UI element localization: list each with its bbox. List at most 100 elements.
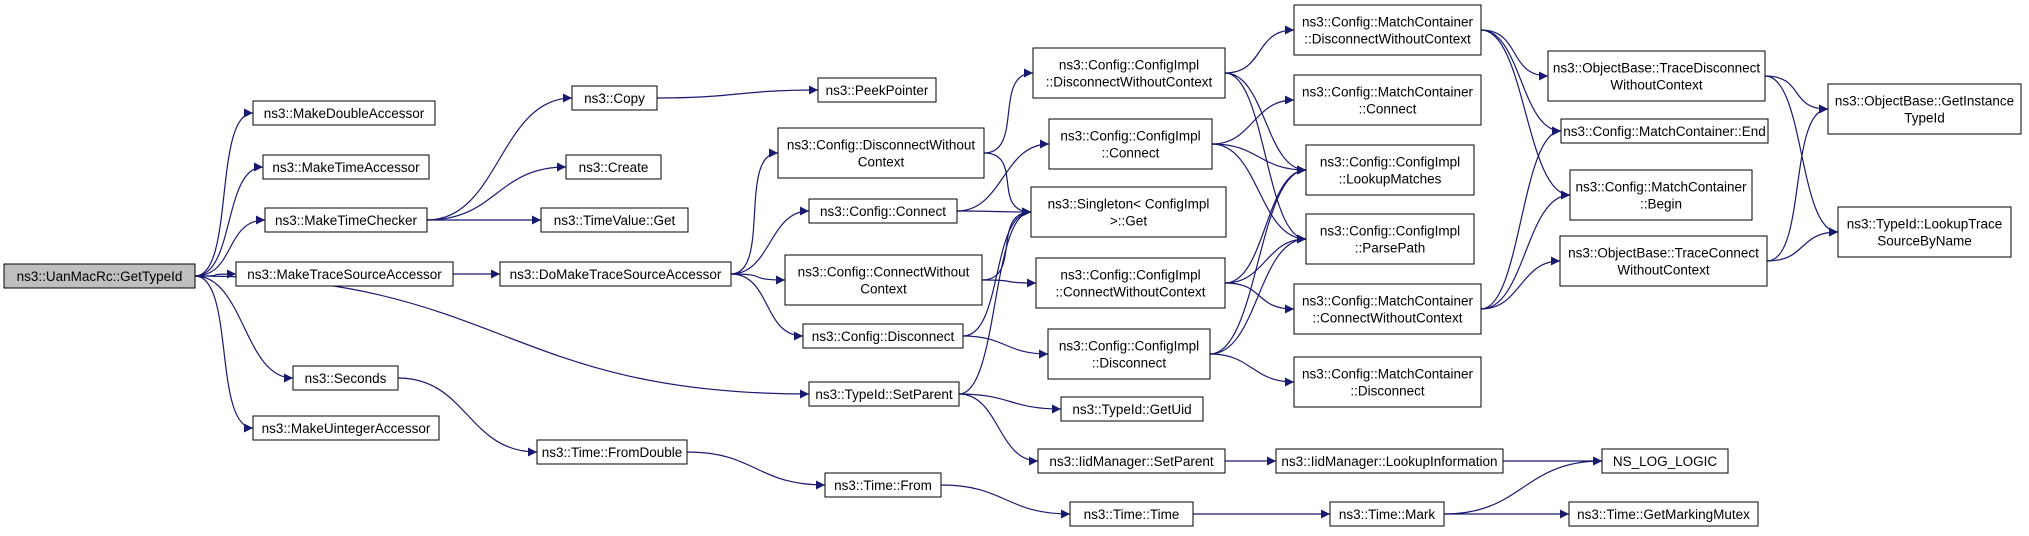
node-timeMark[interactable]: ns3::Time::Mark xyxy=(1329,501,1445,527)
node-makeTraceSourceAccessor[interactable]: ns3::MakeTraceSourceAccessor xyxy=(235,261,454,287)
node-configConnectWithoutContext[interactable]: ns3::Config::ConnectWithoutContext xyxy=(784,254,983,306)
node-configDisconnect[interactable]: ns3::Config::Disconnect xyxy=(802,323,964,349)
edge-root-to-makeTimeAccessor xyxy=(194,162,264,277)
node-mcConnectWithoutContext[interactable]: ns3::Config::MatchContainer::ConnectWith… xyxy=(1293,283,1482,335)
node-makeTimeChecker[interactable]: ns3::MakeTimeChecker xyxy=(264,207,428,233)
node-mcBegin[interactable]: ns3::Config::MatchContainer::Begin xyxy=(1569,169,1753,221)
edge-implDisconnectWithoutContext-to-implLookupMatches xyxy=(1224,72,1307,175)
node-label: ns3::Config::ConfigImpl xyxy=(1320,154,1460,169)
edge-implDisconnect-to-mcDisconnect xyxy=(1209,353,1295,387)
node-label: ns3::IidManager::LookupInformation xyxy=(1281,454,1497,469)
node-copy[interactable]: ns3::Copy xyxy=(571,85,658,111)
node-label: ::Disconnect xyxy=(1092,355,1167,370)
node-box xyxy=(1827,83,2022,135)
node-label: ::DisconnectWithoutContext xyxy=(1304,31,1471,46)
edge-mcConnectWithoutContext-to-mcEnd xyxy=(1480,126,1562,310)
node-mcConnect[interactable]: ns3::Config::MatchContainer::Connect xyxy=(1293,74,1482,126)
node-implDisconnect[interactable]: ns3::Config::ConfigImpl::Disconnect xyxy=(1047,328,1211,380)
node-peekPointer[interactable]: ns3::PeekPointer xyxy=(817,77,937,103)
node-box xyxy=(1559,235,1768,287)
node-label: ns3::Config::DisconnectWithout xyxy=(787,137,976,152)
node-label: ns3::Config::ConfigImpl xyxy=(1060,267,1200,282)
node-singletonGet[interactable]: ns3::Singleton< ConfigImpl >::Get xyxy=(1030,186,1227,238)
node-timeFromDouble[interactable]: ns3::Time::FromDouble xyxy=(536,439,688,465)
node-nsLogLogic[interactable]: NS_LOG_LOGIC xyxy=(1601,448,1729,474)
node-box xyxy=(1329,501,1445,527)
node-typeIdGetUid[interactable]: ns3::TypeId::GetUid xyxy=(1060,396,1204,422)
node-timeValueGet[interactable]: ns3::TimeValue::Get xyxy=(540,207,689,233)
node-makeTimeAccessor[interactable]: ns3::MakeTimeAccessor xyxy=(262,154,430,180)
edge-typeIdSetParent-to-singletonGet xyxy=(958,207,1032,395)
node-box xyxy=(777,127,985,179)
edge-makeTimeChecker-to-copy xyxy=(426,93,573,221)
node-implLookupMatches[interactable]: ns3::Config::ConfigImpl::LookupMatches xyxy=(1305,144,1475,196)
node-label: ::Disconnect xyxy=(1350,383,1425,398)
node-implParsePath[interactable]: ns3::Config::ConfigImpl::ParsePath xyxy=(1305,213,1475,265)
node-mcDisconnect[interactable]: ns3::Config::MatchContainer::Disconnect xyxy=(1293,356,1482,408)
node-implConnectWithoutContext[interactable]: ns3::Config::ConfigImpl::ConnectWithoutC… xyxy=(1035,257,1226,309)
edge-timeFromDouble-to-timeFrom xyxy=(686,451,826,490)
node-root[interactable]: ns3::UanMacRc::GetTypeId xyxy=(3,263,196,289)
node-box xyxy=(3,263,196,289)
node-obTraceDisconnect[interactable]: ns3::ObjectBase::TraceDisconnectWithoutC… xyxy=(1547,50,1766,102)
node-implConnect[interactable]: ns3::Config::ConfigImpl::Connect xyxy=(1048,118,1213,170)
node-getMarkingMutex[interactable]: ns3::Time::GetMarkingMutex xyxy=(1568,501,1759,527)
node-obTraceConnect[interactable]: ns3::ObjectBase::TraceConnectWithoutCont… xyxy=(1559,235,1768,287)
node-mcDisconnectWithoutContext[interactable]: ns3::Config::MatchContainer::DisconnectW… xyxy=(1293,4,1482,56)
edge-configConnectWithoutContext-to-implConnectWithoutContext xyxy=(981,278,1037,288)
edge-obTraceDisconnect-to-typeIdLookupTraceSource xyxy=(1764,75,1839,237)
node-label: ns3::Config::ConfigImpl xyxy=(1059,338,1199,353)
node-configDisconnectWithoutContext[interactable]: ns3::Config::DisconnectWithoutContext xyxy=(777,127,985,179)
node-label: ns3::Config::ConfigImpl xyxy=(1320,223,1460,238)
node-box xyxy=(540,207,689,233)
node-doMakeTraceSourceAccessor[interactable]: ns3::DoMakeTraceSourceAccessor xyxy=(499,261,732,287)
node-timeFrom[interactable]: ns3::Time::From xyxy=(824,472,942,498)
node-label: ns3::Config::ConfigImpl xyxy=(1059,57,1199,72)
node-label: ns3::TypeId::GetUid xyxy=(1072,402,1191,417)
edge-configConnect-to-implConnect xyxy=(956,139,1050,212)
node-box xyxy=(1547,50,1766,102)
edge-implConnect-to-implParsePath xyxy=(1211,143,1307,244)
node-label: ns3::MakeTimeChecker xyxy=(275,213,418,228)
node-box xyxy=(1293,283,1482,335)
node-box xyxy=(1275,448,1504,474)
node-timeTime[interactable]: ns3::Time::Time xyxy=(1069,501,1194,527)
node-box xyxy=(292,365,399,391)
node-label: ::ConnectWithoutContext xyxy=(1055,284,1205,299)
node-label: ns3::Config::MatchContainer::End xyxy=(1563,124,1766,139)
node-iidSetParent[interactable]: ns3::IidManager::SetParent xyxy=(1037,448,1226,474)
edge-timeMark-to-nsLogLogic xyxy=(1443,456,1603,515)
node-configConnect[interactable]: ns3::Config::Connect xyxy=(808,198,958,224)
edge-typeIdSetParent-to-iidSetParent xyxy=(958,393,1039,466)
node-label: ns3::ObjectBase::TraceDisconnect xyxy=(1553,60,1761,75)
node-implDisconnectWithoutContext[interactable]: ns3::Config::ConfigImpl::DisconnectWitho… xyxy=(1032,47,1226,99)
edge-configDisconnect-to-implDisconnect xyxy=(962,335,1049,359)
edge-mcDisconnectWithoutContext-to-obTraceDisconnect xyxy=(1480,29,1549,81)
node-label: SourceByName xyxy=(1877,233,1972,248)
node-makeDoubleAccessor[interactable]: ns3::MakeDoubleAccessor xyxy=(252,100,436,126)
edge-mcDisconnectWithoutContext-to-mcEnd xyxy=(1480,29,1562,136)
node-box xyxy=(536,439,688,465)
edge-root-to-seconds xyxy=(194,275,294,383)
node-typeIdSetParent[interactable]: ns3::TypeId::SetParent xyxy=(808,381,960,407)
node-box xyxy=(1560,118,1769,144)
node-box xyxy=(784,254,983,306)
node-makeUintegerAccessor[interactable]: ns3::MakeUintegerAccessor xyxy=(252,415,440,441)
edge-layer xyxy=(194,25,1839,519)
node-label: ::ConnectWithoutContext xyxy=(1312,310,1462,325)
node-label: ns3::TimeValue::Get xyxy=(554,213,676,228)
node-label: ns3::TypeId::SetParent xyxy=(815,387,953,402)
node-label: >::Get xyxy=(1110,213,1147,228)
node-label: ns3::Config::MatchContainer xyxy=(1302,84,1474,99)
edge-configDisconnectWithoutContext-to-implDisconnectWithoutContext xyxy=(983,68,1034,154)
node-box xyxy=(1569,169,1753,221)
node-label: ns3::MakeUintegerAccessor xyxy=(262,421,431,436)
node-iidLookupInformation[interactable]: ns3::IidManager::LookupInformation xyxy=(1275,448,1504,474)
node-mcEnd[interactable]: ns3::Config::MatchContainer::End xyxy=(1560,118,1769,144)
edge-implDisconnectWithoutContext-to-implParsePath xyxy=(1224,72,1307,244)
node-create[interactable]: ns3::Create xyxy=(565,154,662,180)
node-seconds[interactable]: ns3::Seconds xyxy=(292,365,399,391)
edge-doMakeTraceSourceAccessor-to-configDisconnectWithoutContext xyxy=(730,148,779,275)
